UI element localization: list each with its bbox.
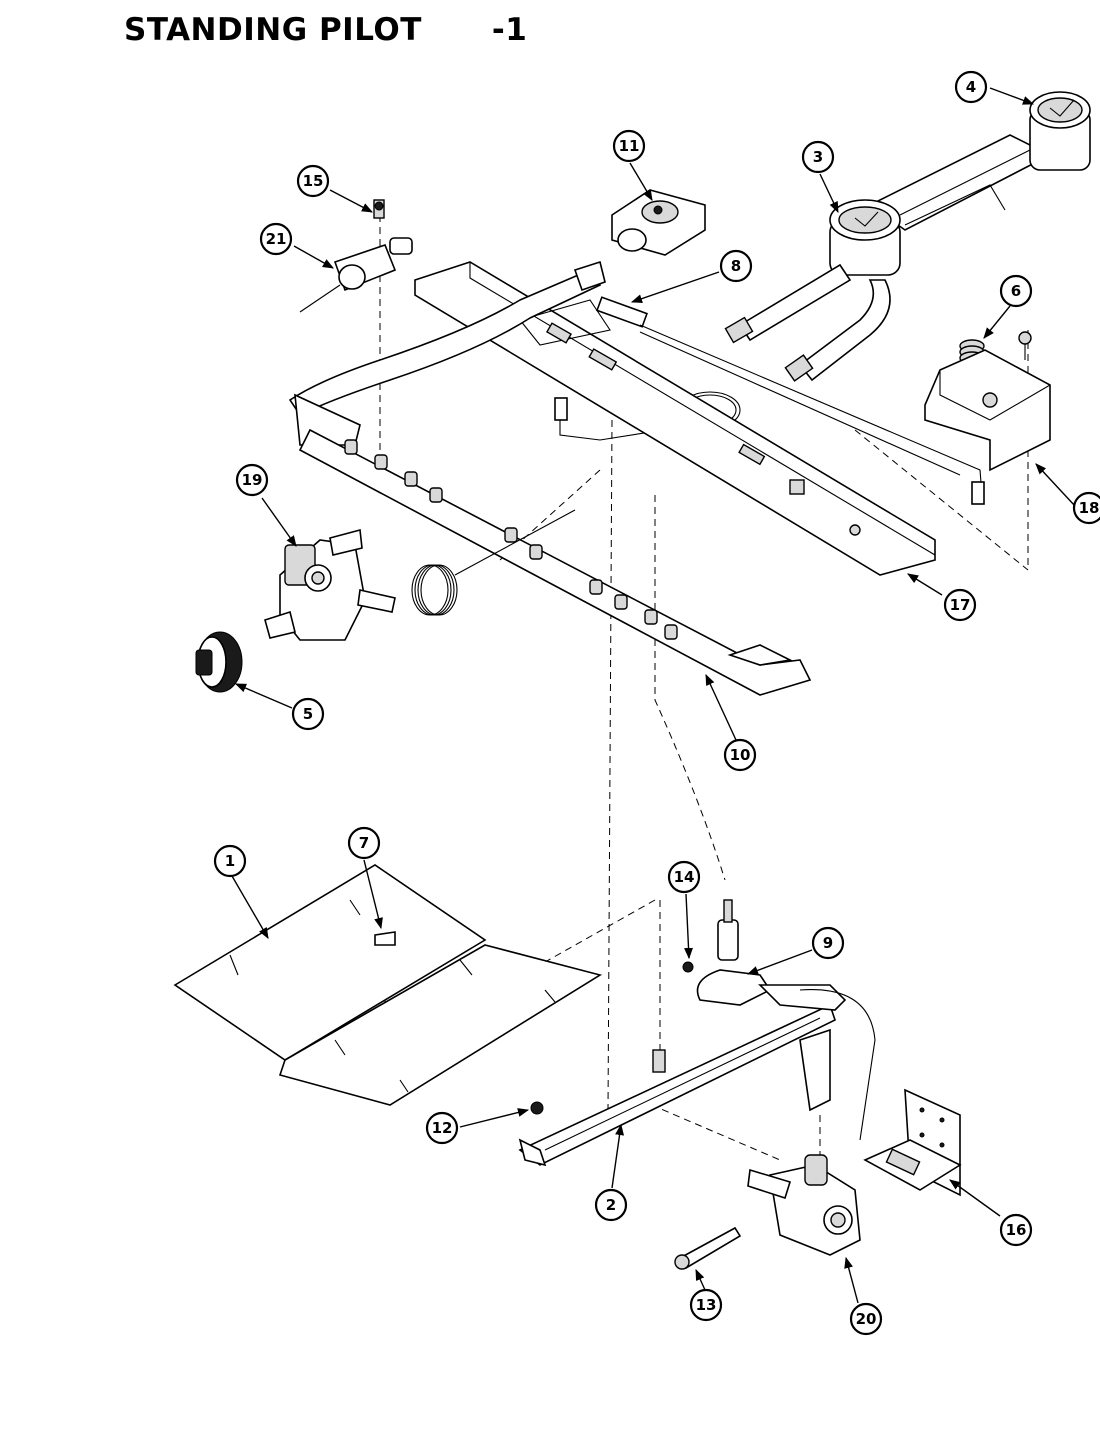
pilot-bracket-assembly — [518, 899, 876, 1167]
callout-9: 9 — [811, 926, 845, 960]
callout-1-label: 1 — [225, 852, 235, 870]
diagram-title: STANDING PILOT -1 — [124, 12, 527, 48]
callout-18: 18 — [1072, 491, 1100, 525]
control-knob — [195, 631, 243, 693]
burner-small — [724, 199, 901, 382]
leader-lines — [231, 87, 1076, 1304]
callout-17: 17 — [943, 588, 977, 622]
callout-1: 1 — [213, 844, 247, 878]
callout-20: 20 — [849, 1302, 883, 1336]
callout-5: 5 — [291, 697, 325, 731]
callout-2: 2 — [594, 1188, 628, 1222]
callout-14: 14 — [667, 860, 701, 894]
pilot-valve-21 — [299, 199, 413, 313]
callout-7: 7 — [347, 826, 381, 860]
callout-10-label: 10 — [730, 746, 751, 764]
callout-5-label: 5 — [303, 705, 313, 723]
callout-4: 4 — [954, 70, 988, 104]
callout-6-label: 6 — [1011, 282, 1021, 300]
mounting-bracket — [863, 1088, 962, 1197]
burner-head — [611, 189, 706, 256]
thermostat-valve — [674, 1154, 861, 1270]
callout-15: 15 — [296, 164, 330, 198]
callout-17-label: 17 — [950, 596, 971, 614]
callout-13-label: 13 — [696, 1296, 717, 1314]
callout-19: 19 — [235, 463, 269, 497]
callout-8-label: 8 — [731, 257, 741, 275]
callout-2-label: 2 — [606, 1196, 616, 1214]
callout-12: 12 — [425, 1111, 459, 1145]
gas-manifold — [288, 260, 812, 696]
callout-16-label: 16 — [1006, 1221, 1027, 1239]
callout-6: 6 — [999, 274, 1033, 308]
callout-7-label: 7 — [359, 834, 369, 852]
callout-4-label: 4 — [966, 78, 976, 96]
callout-15-label: 15 — [303, 172, 324, 190]
callout-3-label: 3 — [813, 148, 823, 166]
callout-8: 8 — [719, 249, 753, 283]
diagram-title-text: STANDING PILOT — [124, 12, 422, 48]
callout-13: 13 — [689, 1288, 723, 1322]
callout-19-label: 19 — [242, 471, 263, 489]
callout-18-label: 18 — [1079, 499, 1100, 517]
burner-large — [868, 91, 1091, 231]
oven-valve — [264, 509, 576, 641]
manifold-bracket — [414, 261, 936, 576]
heat-shield — [173, 864, 603, 1106]
callout-20-label: 20 — [856, 1310, 877, 1328]
callout-21-label: 21 — [266, 230, 287, 248]
callout-11-label: 11 — [619, 137, 640, 155]
thermocouple-tube — [554, 296, 985, 505]
callout-16: 16 — [999, 1213, 1033, 1247]
callout-12-label: 12 — [432, 1119, 453, 1137]
callout-9-label: 9 — [823, 934, 833, 952]
callout-21: 21 — [259, 222, 293, 256]
diagram-code: -1 — [491, 12, 528, 48]
spring-and-bracket — [924, 331, 1051, 472]
callout-11: 11 — [612, 129, 646, 163]
callout-10: 10 — [723, 738, 757, 772]
callout-3: 3 — [801, 140, 835, 174]
callout-14-label: 14 — [674, 868, 695, 886]
